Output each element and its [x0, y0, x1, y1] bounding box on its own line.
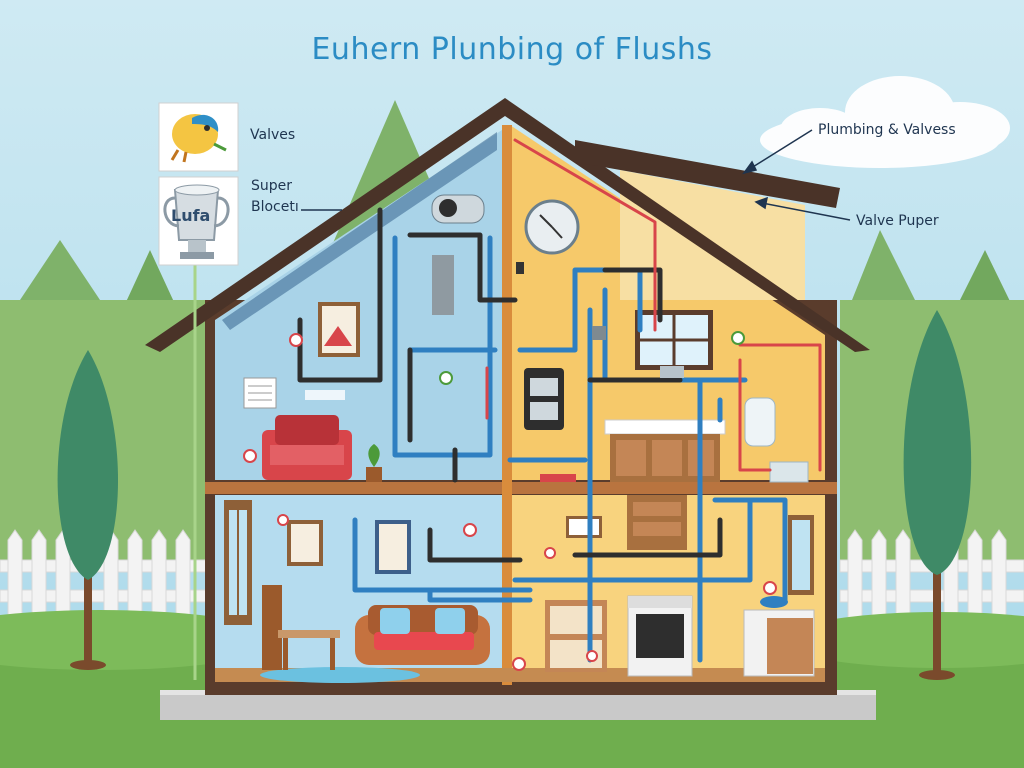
callout-valve-puper: Valve Puper [856, 213, 939, 229]
rug [260, 667, 420, 683]
boiler-unit [524, 368, 564, 430]
window-right [788, 515, 814, 595]
valve-markers [243, 262, 777, 671]
vanity-cabinet [604, 419, 726, 482]
trophy-badge-text: Lufa [171, 206, 211, 225]
vent-fan [431, 194, 485, 315]
window-kitchen [635, 310, 713, 370]
drain-pipes [297, 207, 723, 563]
hot-water-pipes [485, 138, 822, 472]
water-heater [744, 397, 809, 483]
trophy-icon [163, 184, 230, 259]
tree-left [57, 350, 119, 670]
window-left [224, 500, 252, 625]
callout-arrows [301, 129, 851, 221]
roof [145, 98, 870, 352]
house [205, 125, 837, 695]
wall-placard [243, 377, 345, 409]
legend-box-super [158, 176, 239, 266]
legend-label-blocet: Blocetı [251, 199, 299, 215]
legend-box-valves [158, 102, 239, 172]
stove [627, 595, 693, 677]
kitchen-cabinets [545, 495, 687, 672]
cloud [760, 76, 1010, 168]
fish-icon [170, 114, 227, 163]
table-and-chair [262, 585, 340, 670]
refrigerator [743, 596, 815, 677]
plant [366, 444, 382, 482]
page-title: Euhern Plunbing of Flushs [311, 32, 713, 67]
water-pipes-blue [352, 235, 788, 663]
tree-right [903, 310, 972, 680]
legend-label-valves: Valves [250, 127, 296, 143]
sofa [355, 605, 490, 665]
armchair [262, 415, 352, 480]
callout-plumbing-valves: Plumbing & Valvess [818, 122, 956, 138]
legend-label-super: Super [251, 178, 293, 194]
pressure-gauge [524, 199, 580, 255]
